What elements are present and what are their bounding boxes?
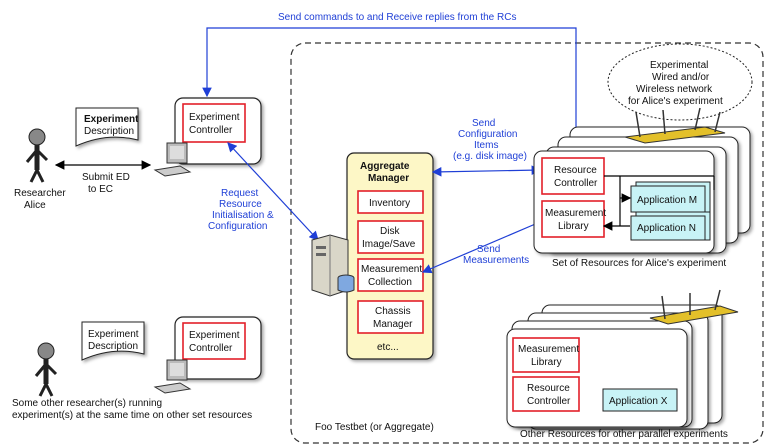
app-x-label: Application X	[609, 396, 668, 407]
ec2-line2: Controller	[189, 343, 233, 354]
svg-text:for Alice's experiment: for Alice's experiment	[628, 96, 723, 107]
alice-ml-box	[541, 200, 605, 238]
experiment-description-doc-2	[81, 321, 145, 361]
alice-rc-line1: Resource	[554, 165, 597, 176]
testbed-label: Foo Testbet (or Aggregate)	[315, 422, 434, 433]
other-researcher-figure	[34, 342, 58, 397]
ed1-line2: Description	[84, 126, 134, 137]
other-rc-line2: Controller	[527, 396, 571, 407]
svg-text:Configuration: Configuration	[208, 221, 267, 232]
other-set-caption: Other Resources for other parallel exper…	[520, 429, 728, 440]
svg-text:Wireless network: Wireless network	[636, 84, 713, 95]
am-disk-label-2: Image/Save	[362, 239, 416, 250]
am-etc: etc...	[377, 342, 399, 353]
am-measurement-label-1: Measurement	[361, 264, 422, 275]
ec2-line1: Experiment	[189, 330, 240, 341]
network-cloud-label: Experimental Wired and/or Wireless netwo…	[628, 60, 723, 107]
request-label: Request Resource Initialisation & Config…	[208, 188, 274, 232]
am-inventory-label: Inventory	[369, 198, 410, 209]
server-icon	[311, 234, 355, 297]
app-n-stack	[630, 211, 711, 241]
top-command-arrow	[202, 27, 581, 157]
am-measurement-box	[357, 258, 424, 292]
researcher-label-1: Researcher	[14, 188, 66, 199]
router-icon-other	[649, 289, 739, 325]
am-title-2: Manager	[368, 173, 409, 184]
other-ml-box	[512, 337, 580, 373]
svg-text:Configuration: Configuration	[458, 129, 517, 140]
top-command-label: Send commands to and Receive replies fro…	[278, 12, 516, 23]
computer-icon-1	[153, 142, 192, 177]
other-ml-line2: Library	[531, 357, 562, 368]
network-cloud	[607, 43, 753, 121]
alice-internal-arrows	[602, 175, 715, 231]
request-arrow	[227, 142, 319, 241]
computer-icon-2	[153, 359, 192, 394]
alice-set-caption: Set of Resources for Alice's experiment	[552, 258, 726, 269]
ec1-line2: Controller	[189, 125, 233, 136]
ed2-line2: Description	[88, 341, 138, 352]
am-chassis-box	[357, 300, 424, 334]
am-title-1: Aggregate	[360, 161, 410, 172]
svg-text:Wired and/or: Wired and/or	[652, 72, 710, 83]
svg-text:Items: Items	[474, 140, 498, 151]
app-m-label: Application M	[637, 195, 697, 206]
ec1-line1: Experiment	[189, 112, 240, 123]
send-meas-label-2: Measurements	[463, 255, 529, 266]
am-chassis-label-1: Chassis	[375, 306, 411, 317]
am-disk-label-1: Disk	[380, 226, 400, 237]
ed1-line1: Experiment	[84, 114, 139, 125]
app-x-box	[602, 388, 678, 412]
send-meas-label-1: Send	[477, 244, 500, 255]
svg-text:Resource: Resource	[219, 199, 262, 210]
alice-ml-line2: Library	[558, 221, 589, 232]
other-rc-line1: Resource	[527, 383, 570, 394]
am-inventory-box	[357, 190, 424, 214]
svg-text:Initialisation &: Initialisation &	[212, 210, 274, 221]
experiment-description-doc-1	[75, 107, 139, 147]
experiment-controller-panel-2	[174, 316, 262, 380]
am-chassis-label-2: Manager	[373, 319, 413, 330]
researcher-label-2: Alice	[24, 200, 46, 211]
app-n-label: Application N	[637, 223, 696, 234]
researcher-alice-figure	[25, 128, 49, 183]
ed2-line1: Experiment	[88, 329, 139, 340]
submit-label-1: Submit ED	[82, 172, 130, 183]
svg-text:(e.g. disk image): (e.g. disk image)	[453, 151, 527, 162]
send-config-arrow	[431, 165, 542, 177]
router-icon-alice	[624, 107, 726, 144]
svg-text:Request: Request	[221, 188, 258, 199]
other-researcher-line1: Some other researcher(s) running	[12, 398, 162, 409]
testbed-region	[290, 42, 764, 444]
app-m-stack	[630, 181, 711, 213]
other-researcher-line2: experiment(s) at the same time on other …	[12, 410, 252, 421]
am-disk-box	[357, 220, 424, 254]
svg-text:Experimental: Experimental	[650, 60, 708, 71]
submit-label-2: to EC	[88, 184, 113, 195]
other-ml-line1: Measurement	[518, 344, 579, 355]
am-measurement-label-2: Collection	[368, 277, 412, 288]
send-config-label: Send Configuration Items (e.g. disk imag…	[453, 118, 527, 162]
alice-ml-line1: Measurement	[545, 208, 606, 219]
alice-rc-line2: Controller	[554, 178, 598, 189]
other-rc-box	[512, 376, 580, 412]
svg-text:Send: Send	[472, 118, 495, 129]
send-measurements-arrow	[421, 221, 541, 274]
